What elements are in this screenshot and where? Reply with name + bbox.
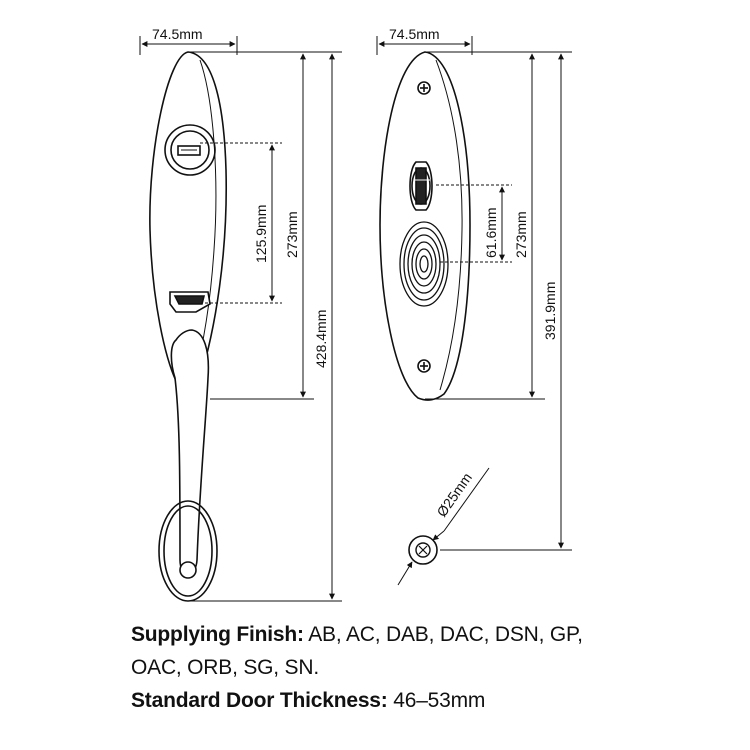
rosette-diameter-label: Ø25mm [433, 470, 475, 520]
grip-handle [170, 329, 210, 575]
thickness-label: Standard Door Thickness: [131, 689, 388, 712]
back-dimension-lines [376, 36, 572, 551]
bottom-escutcheon [158, 500, 218, 602]
back-overall-label: 391.9mm [542, 282, 558, 340]
finish-line-1: Supplying Finish: AB, AC, DAB, DAC, DSN,… [131, 618, 741, 651]
front-width-label: 74.5mm [152, 26, 203, 42]
finish-line-2: OAC, ORB, SG, SN. [131, 651, 741, 684]
finish-value-line1: AB, AC, DAB, DAC, DSN, GP, [308, 623, 583, 646]
thickness-value: 46–53mm [393, 689, 486, 712]
finish-value-line2: OAC, ORB, SG, SN. [131, 656, 319, 679]
back-plate-view [379, 51, 471, 401]
specifications: Supplying Finish: AB, AC, DAB, DAC, DSN,… [131, 618, 741, 717]
back-plate-height-label: 273mm [513, 211, 529, 258]
bottom-screw-icon [417, 359, 431, 373]
back-width-label: 74.5mm [389, 26, 440, 42]
top-screw-icon [417, 81, 431, 95]
rosette-view [397, 467, 490, 586]
front-handleset-view [149, 51, 228, 602]
front-dimension-lines [139, 36, 342, 602]
front-top-to-grip-label: 273mm [284, 211, 300, 258]
finish-label: Supplying Finish: [131, 623, 304, 646]
thumbturn [409, 161, 433, 211]
key-cylinder [164, 124, 216, 176]
back-thumbturn-to-knob-label: 61.6mm [483, 207, 499, 258]
thickness-line: Standard Door Thickness: 46–53mm [131, 684, 741, 717]
front-overall-label: 428.4mm [313, 310, 329, 368]
front-cylinder-to-thumb-label: 125.9mm [253, 205, 269, 263]
back-escutcheon-plate [379, 51, 471, 401]
handleset-technical-drawing: 74.5mm 125.9mm 273mm 428.4mm 74.5mm 61.6… [139, 26, 572, 602]
interior-knob [399, 221, 449, 307]
thumb-piece [169, 291, 211, 313]
